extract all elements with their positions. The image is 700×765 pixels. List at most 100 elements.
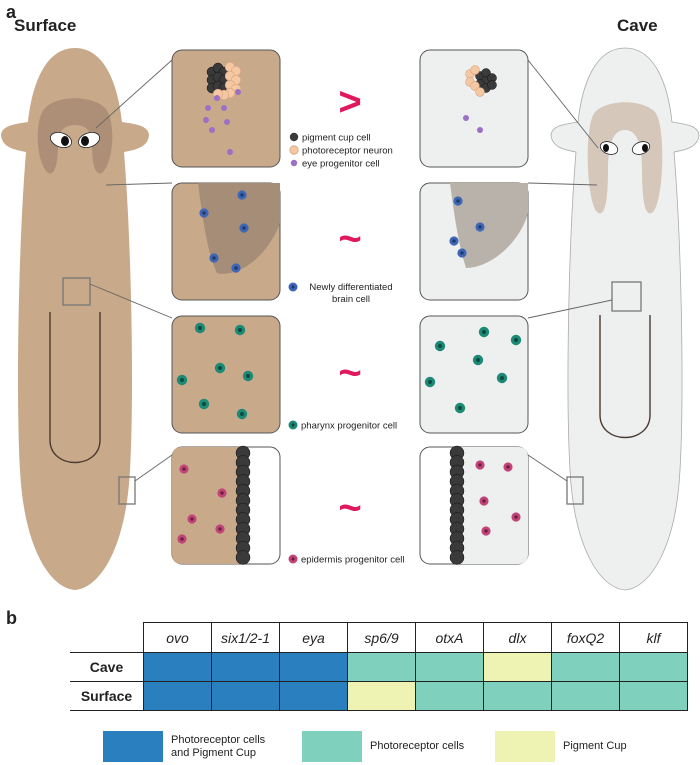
cave-epidermis-progenitor-nucleus <box>482 499 486 503</box>
cave-eye-left <box>599 141 619 155</box>
cave-brain-cell-nucleus <box>478 225 482 229</box>
surface-pharynx-cell-nucleus <box>246 374 250 378</box>
cell-surface-5 <box>483 681 552 711</box>
cave-pharynx-cell-nucleus <box>514 338 518 342</box>
surface-eye-progenitor-cell <box>221 105 227 111</box>
legend-epidermis: epidermis progenitor cell <box>288 554 405 566</box>
gene-eya: eya <box>279 622 348 653</box>
cell-cave-0 <box>143 652 212 682</box>
cell-surface-1 <box>211 681 280 711</box>
cave-pharynx-marker-box <box>611 281 642 312</box>
surface-epidermis-progenitor-nucleus <box>180 537 184 541</box>
table-row-surface: Surface <box>70 681 688 711</box>
cave-epidermis-progenitor-nucleus <box>478 463 482 467</box>
surface-eye-right <box>77 132 101 148</box>
cave-brain-lobe <box>450 183 528 268</box>
cave-pharynx-cell-nucleus <box>476 358 480 362</box>
cave-epidermis-progenitor-nucleus <box>506 465 510 469</box>
gene-sp69: sp6/9 <box>347 622 416 653</box>
cave-planarian-body <box>550 47 700 591</box>
surface-eye-progenitor-cell <box>224 119 230 125</box>
comparison-pharynx: ~ <box>338 351 361 395</box>
zoom-surface-brain <box>171 182 281 301</box>
panel-b-label: b <box>6 608 17 628</box>
surface-brain-cell-nucleus <box>202 211 206 215</box>
zoom-cave-eye <box>419 49 529 168</box>
surface-pharynx-cell-nucleus <box>240 412 244 416</box>
surface-eye-left <box>49 132 73 148</box>
surface-epidermis-progenitor-nucleus <box>182 467 186 471</box>
cell-cave-2 <box>279 652 348 682</box>
cave-pharynx-cell-nucleus <box>428 380 432 384</box>
cell-cave-6 <box>551 652 620 682</box>
surface-epidermis-marker-box <box>118 476 136 505</box>
cell-surface-0 <box>143 681 212 711</box>
comparison-epidermis: ~ <box>338 486 361 530</box>
legend-pharynx-progenitor-cell: pharynx progenitor cell <box>301 421 397 432</box>
zoom-surface-eye <box>171 49 281 168</box>
table-corner <box>70 622 144 653</box>
surface-epidermal-cell <box>235 550 251 565</box>
surface-title: Surface <box>14 16 77 35</box>
connector-lines <box>89 59 613 482</box>
surface-eye-progenitor-cell <box>227 149 233 155</box>
legend-brain-line2: brain cell <box>332 294 370 305</box>
surface-eye-progenitor-cell <box>209 127 215 133</box>
zoom-cave-brain <box>419 182 529 301</box>
zoom-cave-eye-frame <box>419 49 529 168</box>
cave-photoreceptor-neuron <box>470 81 480 91</box>
surface-pharynx-cell-nucleus <box>218 366 222 370</box>
cave-eye-progenitor-cell <box>463 115 469 121</box>
legend-pigment: Pigment Cup <box>495 731 627 762</box>
surface-pharynx-cell-nucleus <box>180 378 184 382</box>
legend-pigment-swatch <box>495 731 555 762</box>
zoom-surface-pharynx <box>171 315 281 434</box>
surface-eye-progenitor-cell <box>205 105 211 111</box>
surface-epidermis-progenitor-nucleus <box>220 491 224 495</box>
cell-cave-1 <box>211 652 280 682</box>
cave-brain-region <box>587 102 663 214</box>
cave-eye-progenitor-cell <box>477 127 483 133</box>
comparison-brain: ~ <box>338 217 361 261</box>
surface-brain-lobe <box>198 183 280 274</box>
zoom-cave-epidermis <box>419 445 529 565</box>
legend-pharynx: pharynx progenitor cell <box>288 420 397 432</box>
cave-epidermis-progenitor-nucleus <box>484 529 488 533</box>
legend-both-swatch <box>103 731 163 762</box>
panel-a-figure: > ~ ~ ~ pigment cup cell photoreceptor n… <box>1 47 700 591</box>
cave-photoreceptor-neuron <box>475 87 485 97</box>
cell-cave-3 <box>347 652 416 682</box>
surface-eye-progenitor-cell <box>214 95 220 101</box>
gene-header-row: ovo six1/2-1 eya sp6/9 otxA dlx foxQ2 kl… <box>70 622 688 653</box>
cave-photoreceptor-neuron <box>470 65 480 75</box>
surface-epidermis-tissue <box>172 447 242 564</box>
cave-pigment-cup-cell <box>487 80 497 90</box>
legend-photoreceptor-neuron: photoreceptor neuron <box>302 146 393 157</box>
legend-both-label: Photoreceptor cells and Pigment Cup <box>171 734 265 760</box>
surface-pharynx-marker-box <box>62 277 91 306</box>
cave-epidermis-tissue <box>456 447 528 564</box>
legend-both-line2: and Pigment Cup <box>171 746 256 759</box>
cave-pharynx-cell-nucleus <box>482 330 486 334</box>
row-header-cave: Cave <box>70 652 144 682</box>
legend-pigment-label: Pigment Cup <box>563 740 627 752</box>
legend-photoreceptor-label: Photoreceptor cells <box>370 740 465 752</box>
table-row-cave: Cave <box>70 652 688 682</box>
gene-six12-1: six1/2-1 <box>211 622 280 653</box>
cell-surface-4 <box>415 681 484 711</box>
cave-pharynx-outline <box>599 315 651 439</box>
surface-epidermis-progenitor-nucleus <box>218 527 222 531</box>
legend-photoreceptor: Photoreceptor cells <box>302 731 464 762</box>
surface-eye-progenitor-cell <box>235 89 241 95</box>
legend-photoreceptor-swatch <box>302 731 362 762</box>
gene-otxa: otxA <box>415 622 484 653</box>
cell-cave-7 <box>619 652 688 682</box>
cave-epidermis-progenitor-nucleus <box>514 515 518 519</box>
cell-surface-2 <box>279 681 348 711</box>
comparison-eye: > <box>338 80 361 124</box>
surface-brain-cell-nucleus <box>212 256 216 260</box>
cave-brain-cell-nucleus <box>456 199 460 203</box>
surface-eye-progenitor-cell <box>203 117 209 123</box>
cave-pharynx-cell-nucleus <box>458 406 462 410</box>
surface-brain-cell-nucleus <box>242 226 246 230</box>
